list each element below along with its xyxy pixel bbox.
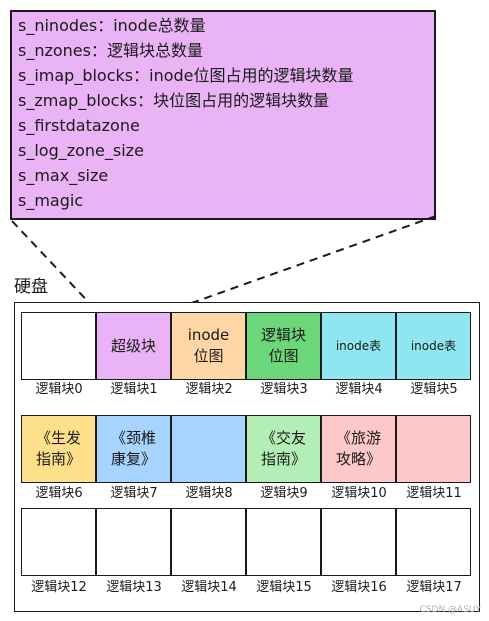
logical-block-caption-12: 逻辑块12 xyxy=(31,580,87,595)
logical-block-caption-0: 逻辑块0 xyxy=(35,382,83,397)
logical-block-7: 《颈椎 康复》 xyxy=(96,415,171,483)
logical-block-6: 《生发 指南》 xyxy=(21,415,96,483)
connector-left xyxy=(11,220,97,311)
logical-block-10: 《旅游 攻略》 xyxy=(321,415,396,483)
logical-block-caption-10: 逻辑块10 xyxy=(331,486,387,501)
logical-block-caption-3: 逻辑块3 xyxy=(260,382,308,397)
logical-block-caption-4: 逻辑块4 xyxy=(335,382,383,397)
logical-block-caption-15: 逻辑块15 xyxy=(256,580,312,595)
field-s-nzones: s_nzones：逻辑块总数量 xyxy=(18,41,203,60)
field-s-ninodes: s_ninodes：inode总数量 xyxy=(18,16,206,35)
logical-block-11 xyxy=(396,415,471,483)
logical-block-0 xyxy=(21,312,96,380)
field-s-log-zone-size: s_log_zone_size xyxy=(18,141,144,160)
logical-block-caption-11: 逻辑块11 xyxy=(406,486,462,501)
field-s-max-size: s_max_size xyxy=(18,166,109,185)
disk-label: 硬盘 xyxy=(14,277,48,297)
logical-block-15 xyxy=(246,508,321,576)
logical-block-13 xyxy=(96,508,171,576)
logical-block-17 xyxy=(396,508,471,576)
logical-block-caption-2: 逻辑块2 xyxy=(185,382,233,397)
logical-block-caption-16: 逻辑块16 xyxy=(331,580,387,595)
logical-block-caption-17: 逻辑块17 xyxy=(406,580,462,595)
logical-block-caption-13: 逻辑块13 xyxy=(106,580,162,595)
logical-block-caption-8: 逻辑块8 xyxy=(185,486,233,501)
logical-block-16 xyxy=(321,508,396,576)
logical-block-4: inode表 xyxy=(321,312,396,380)
field-s-firstdatazone: s_firstdatazone xyxy=(18,116,140,135)
logical-block-12 xyxy=(21,508,96,576)
logical-block-caption-9: 逻辑块9 xyxy=(260,486,308,501)
connector-right xyxy=(171,215,437,311)
logical-block-caption-14: 逻辑块14 xyxy=(181,580,237,595)
field-s-magic: s_magic xyxy=(18,191,84,210)
logical-block-3: 逻辑块 位图 xyxy=(246,312,321,380)
logical-block-9: 《交友 指南》 xyxy=(246,415,321,483)
logical-block-caption-1: 逻辑块1 xyxy=(110,382,158,397)
logical-block-2: inode 位图 xyxy=(171,312,246,380)
watermark: CSDN @ASUY xyxy=(419,605,481,615)
field-s-imap-blocks: s_imap_blocks：inode位图占用的逻辑块数量 xyxy=(18,66,354,85)
logical-block-5: inode表 xyxy=(396,312,471,380)
superblock-fields-callout: s_ninodes：inode总数量 s_nzones：逻辑块总数量 s_ima… xyxy=(10,10,436,220)
logical-block-caption-6: 逻辑块6 xyxy=(35,486,83,501)
logical-block-caption-7: 逻辑块7 xyxy=(110,486,158,501)
logical-block-8 xyxy=(171,415,246,483)
field-s-zmap-blocks: s_zmap_blocks：块位图占用的逻辑块数量 xyxy=(18,91,330,110)
logical-block-14 xyxy=(171,508,246,576)
logical-block-caption-5: 逻辑块5 xyxy=(410,382,458,397)
logical-block-1: 超级块 xyxy=(96,312,171,380)
